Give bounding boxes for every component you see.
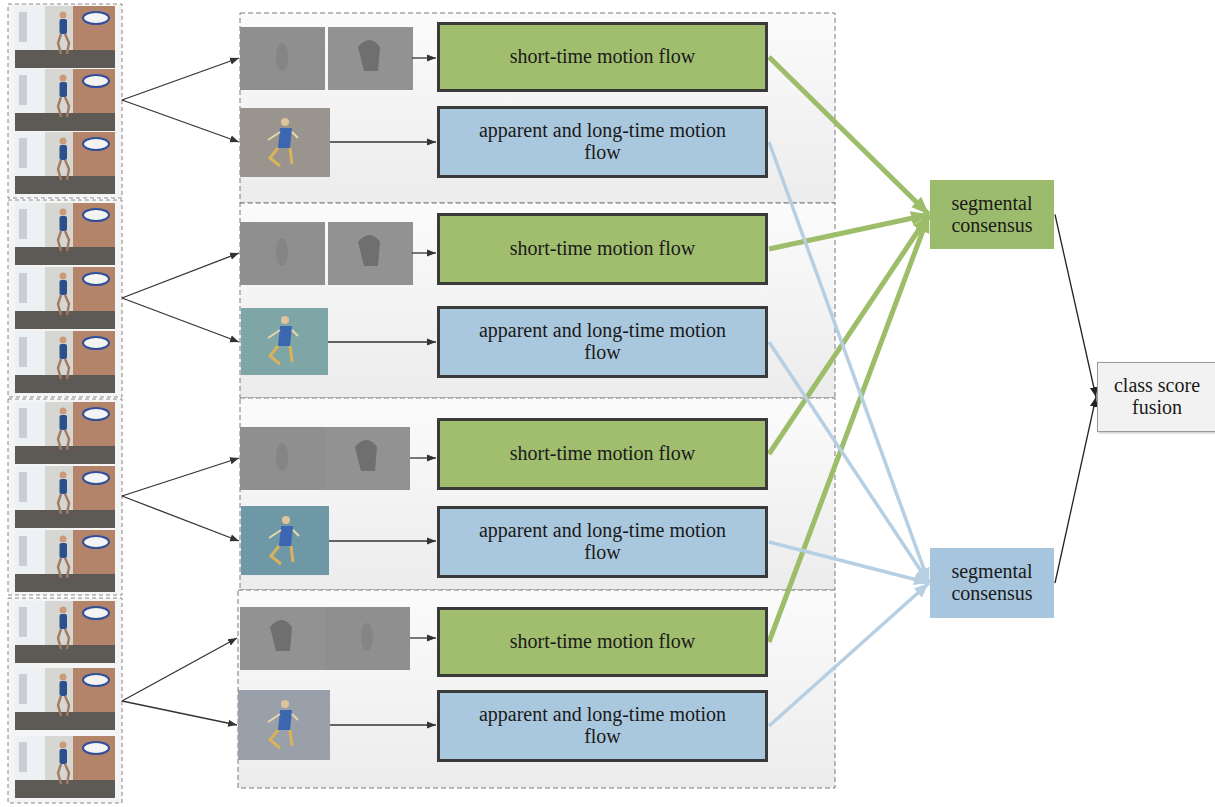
appearance-figure — [268, 118, 298, 166]
input-arrow — [122, 496, 239, 541]
node-label: short-time motion flow — [510, 631, 696, 653]
video-frame — [15, 69, 115, 131]
input-arrows — [122, 58, 436, 725]
node-label: short-time motion flow — [510, 46, 696, 68]
node-label: short-time motion flow — [510, 238, 696, 260]
video-frame — [15, 6, 115, 68]
short-motion-box: short-time motion flow — [437, 607, 768, 677]
node-label: short-time motion flow — [510, 443, 696, 465]
input-arrow — [122, 638, 237, 701]
appearance-image — [241, 308, 328, 375]
appearance-figure — [269, 516, 299, 564]
flow-image — [325, 427, 410, 490]
video-frame — [15, 267, 115, 329]
segment-panel — [240, 398, 835, 590]
segment-panel — [238, 590, 835, 788]
input-arrow — [122, 100, 239, 142]
input-arrow — [330, 724, 436, 725]
input-arrow — [122, 298, 239, 342]
frame-group — [8, 598, 122, 803]
appearance-image — [240, 108, 330, 177]
long-motion-box: apparent and long-time motion flow — [437, 506, 768, 578]
node-label: apparent and long-time motion flow — [478, 520, 728, 563]
connector-arrow — [769, 215, 929, 455]
input-arrow — [412, 57, 436, 58]
flow-image — [325, 607, 410, 670]
video-frame — [15, 530, 115, 592]
flow-image — [240, 427, 325, 490]
connector-arrow — [769, 215, 929, 250]
flow-images — [240, 27, 413, 670]
video-frame — [15, 736, 115, 798]
video-frame — [15, 402, 115, 464]
appearance-figure — [268, 700, 298, 748]
appearance-images — [238, 108, 330, 760]
connector-arrow — [769, 215, 929, 643]
flow-image — [240, 222, 325, 285]
segment-panel — [240, 203, 835, 398]
short-motion-box: short-time motion flow — [437, 213, 768, 285]
connector-arrow — [1055, 215, 1096, 398]
video-frame — [15, 601, 115, 663]
input-arrow — [122, 58, 239, 100]
node-label: class score fusion — [1104, 375, 1210, 418]
connector-arrow — [1055, 397, 1096, 583]
node-label: segmental consensus — [937, 193, 1047, 236]
short-motion-box: short-time motion flow — [437, 22, 768, 92]
input-arrow — [122, 458, 239, 496]
video-frame — [15, 331, 115, 393]
appearance-image — [238, 690, 330, 760]
node-label: apparent and long-time motion flow — [478, 120, 728, 163]
consensus-box: segmental consensus — [930, 548, 1054, 618]
segment-panels — [238, 13, 835, 788]
appearance-figure — [268, 316, 298, 364]
connector-arrow — [769, 142, 929, 583]
flow-image — [240, 607, 325, 670]
flow-image — [328, 27, 413, 90]
segment-panel — [240, 13, 835, 203]
input-arrow — [410, 457, 436, 458]
flow-image — [240, 27, 325, 90]
input-arrow — [122, 701, 237, 725]
video-frame — [15, 203, 115, 265]
video-frame — [15, 132, 115, 194]
input-arrow — [122, 253, 239, 298]
connector-arrow — [769, 342, 929, 583]
long-motion-box: apparent and long-time motion flow — [437, 690, 768, 762]
short-motion-box: short-time motion flow — [437, 418, 768, 490]
flow-image — [328, 222, 413, 285]
input-arrow — [412, 252, 436, 253]
input-arrow — [329, 540, 436, 541]
connector-arrow — [769, 583, 929, 726]
long-motion-box: apparent and long-time motion flow — [437, 306, 768, 378]
frame-group — [8, 200, 122, 397]
video-frame — [15, 668, 115, 730]
input-arrow — [410, 637, 436, 638]
node-label: segmental consensus — [937, 561, 1047, 604]
input-arrow — [328, 341, 436, 342]
input-arrow — [330, 141, 436, 142]
node-label: apparent and long-time motion flow — [478, 320, 728, 363]
consensus-box: segmental consensus — [930, 180, 1054, 249]
frame-groups — [8, 4, 122, 803]
video-frame — [15, 466, 115, 528]
connector-arrow — [769, 57, 929, 215]
appearance-image — [241, 506, 329, 575]
fusion-box: class score fusion — [1097, 362, 1215, 432]
connector-arrow — [769, 542, 929, 583]
frame-group — [8, 399, 122, 595]
long-motion-box: apparent and long-time motion flow — [437, 106, 768, 178]
node-label: apparent and long-time motion flow — [478, 704, 728, 747]
frame-group — [8, 4, 122, 198]
